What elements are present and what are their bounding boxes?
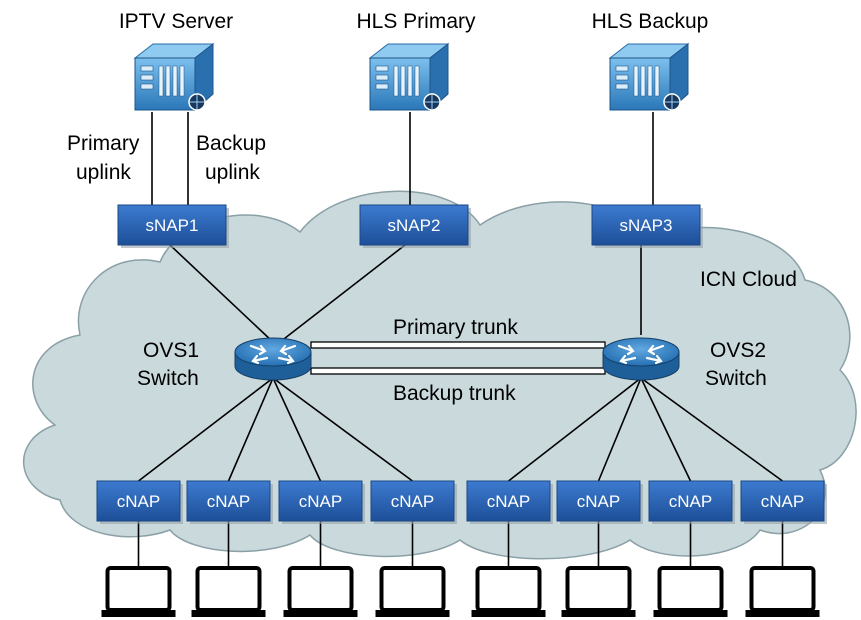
cnap-node: cNAP bbox=[370, 480, 457, 524]
cnap-node-label: cNAP bbox=[761, 492, 804, 511]
snap-node-3-label: sNAP3 bbox=[620, 216, 673, 235]
ovs2-cnap-link bbox=[508, 377, 642, 482]
backup-trunk-line bbox=[310, 367, 606, 375]
snap-node-2: sNAP2 bbox=[359, 204, 471, 248]
ovs2-label-1: OVS2 bbox=[710, 339, 766, 362]
cnap-node-label: cNAP bbox=[669, 492, 712, 511]
cnap-node-label: cNAP bbox=[117, 492, 160, 511]
laptop-icon bbox=[745, 566, 820, 617]
cnap-node: cNAP bbox=[466, 480, 553, 524]
cloud-shape bbox=[23, 190, 857, 560]
icn-cloud: ICN Cloud bbox=[23, 190, 857, 560]
hls1-server-label: HLS Primary bbox=[356, 10, 476, 33]
cnap-node-label: cNAP bbox=[487, 492, 530, 511]
laptops bbox=[101, 566, 820, 617]
laptop-icon bbox=[283, 566, 358, 617]
cnap-node-label: cNAP bbox=[391, 492, 434, 511]
ovs1-label-2: Switch bbox=[137, 367, 199, 390]
hls2-server-label: HLS Backup bbox=[592, 10, 709, 33]
servers: IPTV Server HLS Primary HLS Backup bbox=[119, 10, 709, 112]
ovs1-cnap-link bbox=[227, 377, 274, 482]
laptop-icon bbox=[101, 566, 176, 617]
snap1-ovs1-link bbox=[169, 244, 274, 343]
cnap-node: cNAP bbox=[740, 480, 827, 524]
cnap-node-label: cNAP bbox=[207, 492, 250, 511]
cloud-label: ICN Cloud bbox=[700, 268, 797, 291]
snap-node-2-label: sNAP2 bbox=[388, 216, 441, 235]
cnap-node: cNAP bbox=[96, 480, 183, 524]
laptop-icon bbox=[561, 566, 636, 617]
hls2-server-icon bbox=[608, 42, 690, 112]
laptop-icon bbox=[375, 566, 450, 617]
switches bbox=[234, 337, 680, 381]
laptop-icon bbox=[653, 566, 728, 617]
ovs2-cnap-link bbox=[640, 377, 692, 482]
snap-node-3: sNAP3 bbox=[591, 204, 703, 248]
ovs1-switch-icon bbox=[234, 337, 312, 381]
cnap-node: cNAP bbox=[186, 480, 273, 524]
snap-node-1: sNAP1 bbox=[117, 204, 229, 248]
backup-uplink-label-1: Backup bbox=[196, 132, 266, 155]
cnap-node: cNAP bbox=[648, 480, 735, 524]
laptop-icon bbox=[191, 566, 266, 617]
switch-labels: OVS1 Switch OVS2 Switch bbox=[137, 339, 767, 390]
primary-uplink-label-1: Primary bbox=[67, 132, 140, 155]
snap-node-1-label: sNAP1 bbox=[146, 216, 199, 235]
uplink-labels: Primary uplink Backup uplink bbox=[67, 132, 266, 184]
cnap-nodes: cNAP cNAP cNAP cNAP cNAP cNAP cNAP cNAP bbox=[96, 480, 827, 524]
ovs1-cnap-link bbox=[272, 377, 322, 482]
ovs2-cnap-link bbox=[640, 377, 783, 482]
backup-uplink-label-2: uplink bbox=[205, 161, 260, 184]
ovs1-label-1: OVS1 bbox=[143, 339, 199, 362]
ovs2-cnap-link bbox=[597, 377, 642, 482]
hls1-server-icon bbox=[368, 42, 450, 112]
iptv-server-label: IPTV Server bbox=[119, 10, 233, 33]
cnap-node: cNAP bbox=[556, 480, 643, 524]
snap2-ovs1-link bbox=[279, 244, 406, 343]
ovs1-cnap-link bbox=[138, 377, 274, 482]
cnap-node-label: cNAP bbox=[299, 492, 342, 511]
ovs1-cnap-link bbox=[272, 377, 413, 482]
ovs2-label-2: Switch bbox=[705, 367, 767, 390]
primary-trunk-label: Primary trunk bbox=[393, 316, 518, 339]
primary-trunk-line bbox=[310, 341, 606, 349]
laptop-icon bbox=[471, 566, 546, 617]
iptv-server-icon bbox=[133, 42, 215, 112]
backup-trunk-label: Backup trunk bbox=[393, 382, 516, 405]
cnap-node-label: cNAP bbox=[577, 492, 620, 511]
ovs2-switch-icon bbox=[602, 337, 680, 381]
primary-uplink-label-2: uplink bbox=[76, 161, 131, 184]
cnap-node: cNAP bbox=[278, 480, 365, 524]
snap-nodes: sNAP1 sNAP2 sNAP3 bbox=[117, 204, 703, 248]
